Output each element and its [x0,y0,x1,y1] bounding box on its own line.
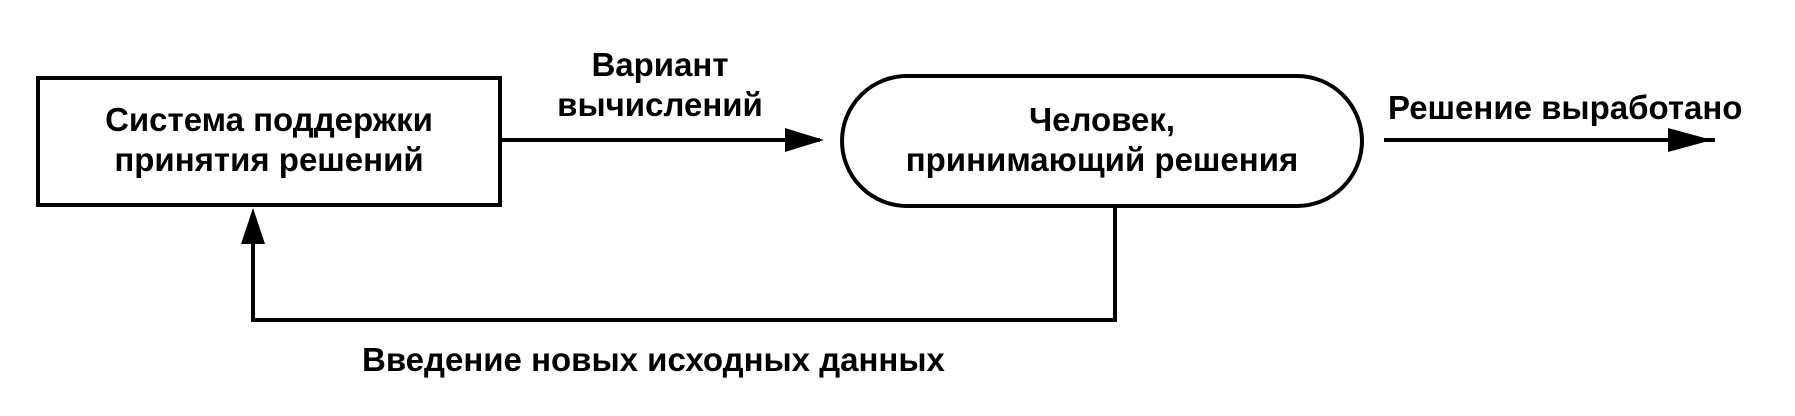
output-arrowhead [1668,128,1712,152]
decision-maker-label-line1: Человек, [1028,101,1176,138]
variant-label: Вариант вычислений [545,45,775,125]
decision-maker-label-line2: принимающий решения [905,141,1299,178]
dss-label-line1: Система поддержки [105,101,433,138]
variant-arrowhead [785,128,824,152]
dss-label-line2: принятия решений [114,141,424,178]
dss-label: Система поддержки принятия решений [38,100,500,180]
decision-maker-label: Человек, принимающий решения [842,100,1362,180]
feedback-label: Введение новых исходных данных [362,341,945,378]
variant-label-line2: вычислений [557,86,763,123]
decision-maker-box [840,74,1364,208]
output-label: Решение выработано [1388,89,1743,126]
feedback-line [251,206,1117,322]
variant-label-line1: Вариант [591,46,729,83]
feedback-arrowhead [241,208,265,244]
